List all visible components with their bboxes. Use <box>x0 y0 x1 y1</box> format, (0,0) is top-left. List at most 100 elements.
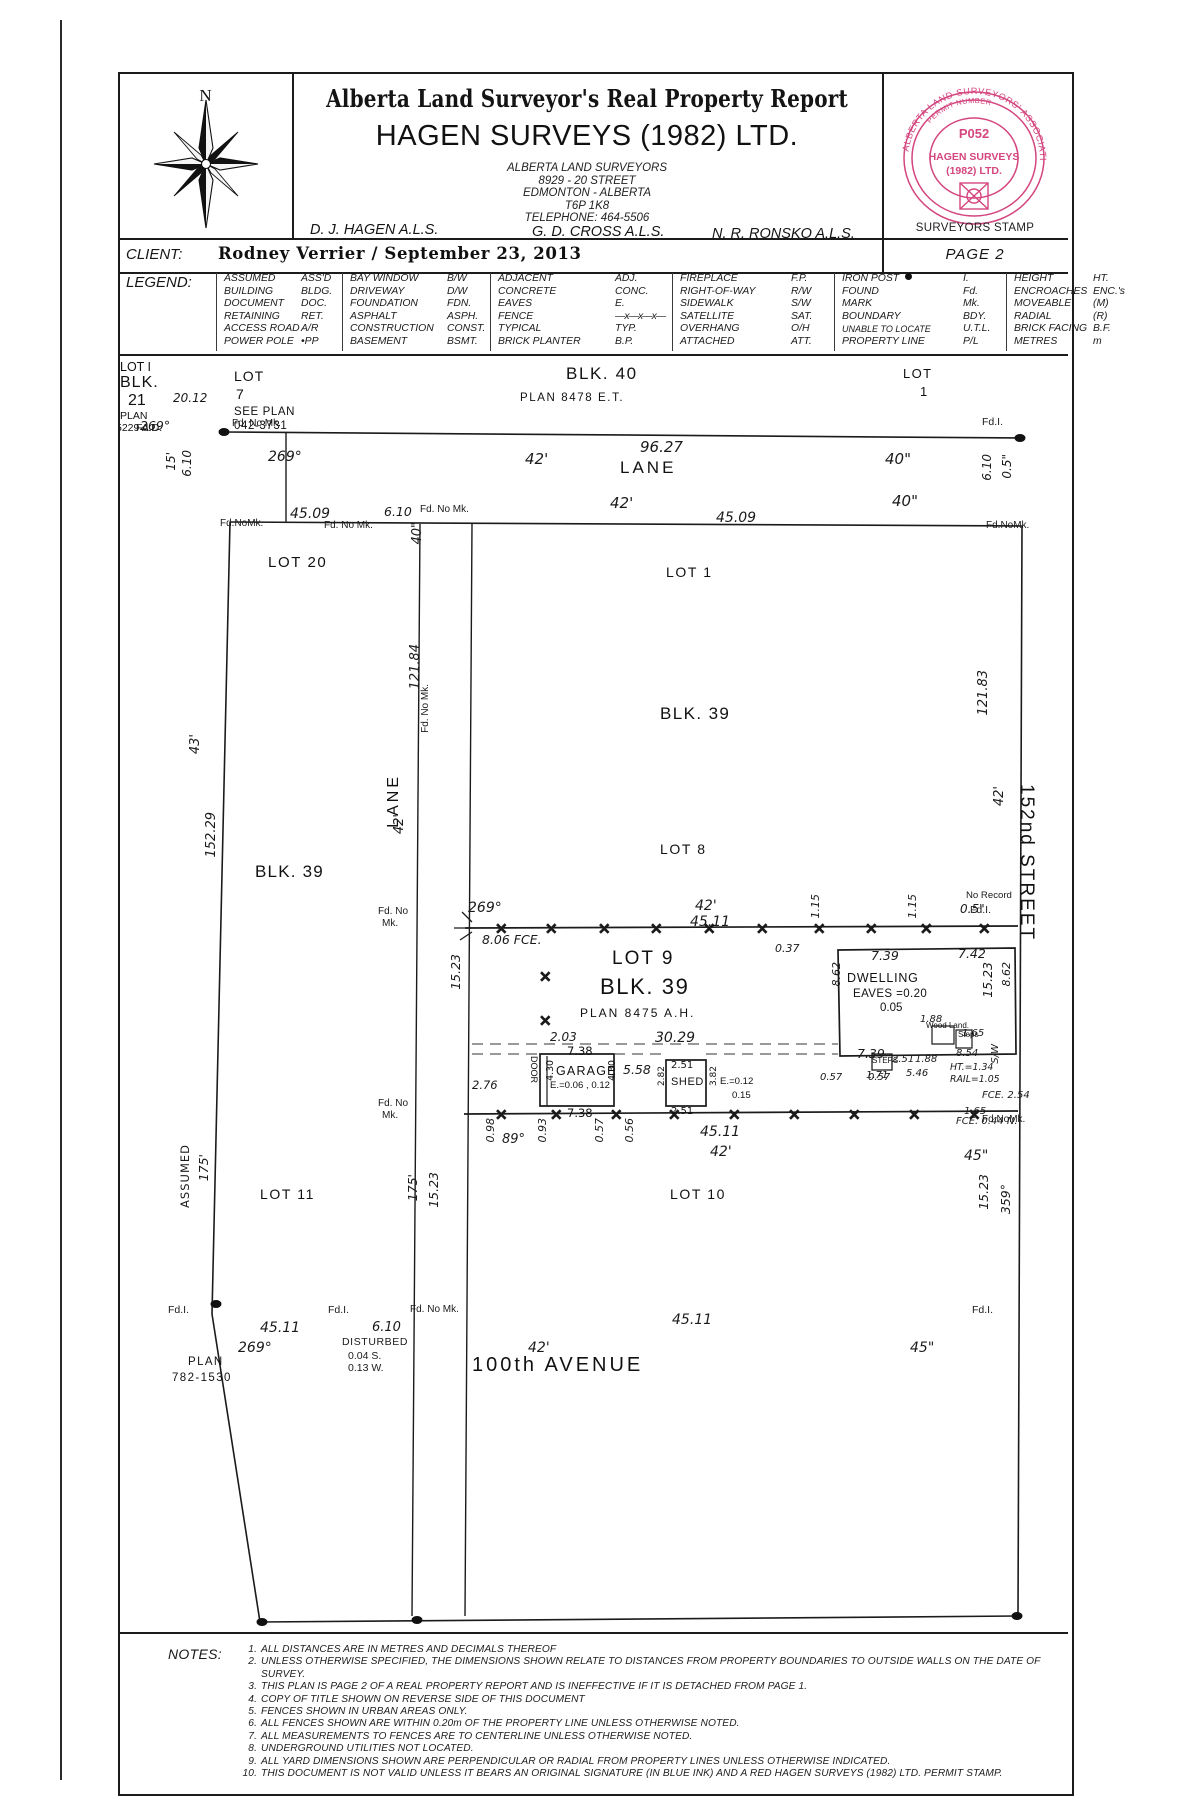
legend-terms-5: IRON POST FOUND MARK BOUNDARY UNABLE TO … <box>842 273 931 349</box>
dim-6-10-right: 6.10 <box>980 454 994 481</box>
dim-121-84: 121.84 <box>408 644 423 690</box>
svg-text:✕: ✕ <box>610 1106 623 1124</box>
dim-269-mid: 269° <box>468 900 502 916</box>
note-text: UNDERGROUND UTILITIES NOT LOCATED. <box>261 1743 474 1755</box>
legend-term: BOUNDARY <box>842 310 901 322</box>
note-number: 2. <box>248 1656 257 1668</box>
dim-45-11-mid: 45.11 <box>690 914 731 930</box>
legend-group-3: ADJACENT CONCRETE EAVES FENCE TYPICAL BR… <box>490 273 668 351</box>
legend-term: ATTACHED <box>680 335 735 347</box>
marker-mk-b: Mk. <box>382 1110 399 1121</box>
dim-7-39-top: 7.39 <box>871 948 899 963</box>
disturbed-south-offset: 0.04 S. <box>348 1350 382 1362</box>
dim-45-11-south-left: 45.11 <box>260 1320 301 1336</box>
dim-lane-42: 42' <box>392 814 407 835</box>
svg-text:✕: ✕ <box>788 1106 801 1124</box>
note-text: ALL DISTANCES ARE IN METRES AND DECIMALS… <box>261 1644 557 1655</box>
stamp-caption: SURVEYORS STAMP <box>915 222 1035 234</box>
svg-text:HAGEN SURVEYS: HAGEN SURVEYS <box>929 151 1020 163</box>
legend-abbr: CONST. <box>447 323 486 335</box>
note-item: 8. UNDERGROUND UTILITIES NOT LOCATED. <box>238 1743 1058 1755</box>
legend-term: DRIVEWAY <box>350 285 405 297</box>
marker-fd-no-a: Fd. No <box>378 906 409 917</box>
svg-text:ALBERTA LAND SURVEYORS' ASSOCI: ALBERTA LAND SURVEYORS' ASSOCIATION <box>890 80 1048 161</box>
marker-fd-nomk-top: Fd. No Mk. <box>232 418 281 429</box>
street-153rd-label: 153rd STREET <box>120 684 258 837</box>
note-text: ALL FENCES SHOWN ARE WITHIN 0.20m OF THE… <box>261 1718 740 1730</box>
lot1-label: LOT 1 <box>666 564 713 580</box>
dim-42-north-a: 42' <box>525 450 549 468</box>
dim-40-vert: 40" <box>410 522 425 545</box>
neighbour-lot7-num: 7 <box>236 386 244 402</box>
legend-term: BRICK FACING <box>1014 323 1088 335</box>
dim-0-5-mid: 0.5" <box>960 902 985 916</box>
client-divider <box>882 240 884 272</box>
dim-269-south: 269° <box>238 1340 272 1356</box>
legend-terms-6: HEIGHT ENCROACHES MOVEABLE RADIAL BRICK … <box>1014 273 1087 349</box>
legend-term: MOVEABLE <box>1014 298 1072 310</box>
legend-abbr: B/W <box>447 273 467 284</box>
legend-term: EAVES <box>498 298 533 310</box>
dim-7-39-btm: 7.39 <box>857 1046 885 1061</box>
legend-abbr: E. <box>615 298 625 310</box>
lot1-right-label: LOT <box>903 366 933 381</box>
legend-abbr: R/W <box>791 285 812 297</box>
wood-landing-label: Wood Land. <box>926 1021 969 1030</box>
legend-term: HEIGHT <box>1014 273 1054 284</box>
marker-fd-i-tr: Fd.I. <box>982 416 1004 428</box>
note-item: 9. ALL YARD DIMENSIONS SHOWN ARE PERPEND… <box>238 1756 1058 1768</box>
legend-abbr: SAT. <box>791 310 813 322</box>
dim-sw-label: S/W <box>990 1044 1001 1064</box>
legend-term: ENCROACHES <box>1014 285 1088 297</box>
marker-fd-i-bm: Fd.I. <box>328 1304 350 1316</box>
legend-term: RADIAL <box>1014 310 1052 322</box>
legend-abbrs-6: HT. ENC.'s (M) (R) B.F. m <box>1093 273 1125 349</box>
legend-term: RETAINING <box>224 310 280 322</box>
dim-2-51: 2.51 <box>892 1054 915 1065</box>
legend-abbr: S/W <box>791 298 811 310</box>
address-line-3: EDMONTON - ALBERTA <box>522 187 651 200</box>
legend-abbr: ASPH. <box>447 310 479 322</box>
dim-30-29: 30.29 <box>655 1030 696 1046</box>
report-title: Alberta Land Surveyor's Real Property Re… <box>326 84 848 114</box>
address-line-5: TELEPHONE: 464-5506 <box>524 212 650 225</box>
note-text: UNLESS OTHERWISE SPECIFIED, THE DIMENSIO… <box>261 1656 1041 1680</box>
svg-text:(1982) LTD.: (1982) LTD. <box>946 165 1002 177</box>
dim-15-23-lower-a: 15.23 <box>426 1172 441 1208</box>
legend-abbr: •PP <box>301 335 319 347</box>
plan-svg: ✕ ✕ ✕ ✕ ✕ ✕ ✕ ✕ ✕ ✕ ✕ ✕ ✕ ✕ ✕ ✕ ✕ <box>210 428 1026 1626</box>
legend-term: IRON POST <box>842 273 900 284</box>
legend-term: MARK <box>842 298 873 310</box>
parcel-blk-num: 21 <box>128 392 146 409</box>
note-number: 10. <box>242 1768 257 1780</box>
marker-fd-i-bl: Fd.I. <box>168 1304 190 1316</box>
dim-43-ft: 43' <box>188 734 203 755</box>
dim-42-south: 42' <box>528 1340 550 1356</box>
marker-mk-a: Mk. <box>382 918 399 929</box>
legend-group-5: IRON POST FOUND MARK BOUNDARY UNABLE TO … <box>834 273 1002 351</box>
legend-abbr: (M) <box>1093 298 1109 310</box>
blk40-plan: PLAN 8478 E.T. <box>520 392 625 404</box>
note-item: 3. THIS PLAN IS PAGE 2 OF A REAL PROPERT… <box>238 1681 1058 1693</box>
note-item: 6. ALL FENCES SHOWN ARE WITHIN 0.20m OF … <box>238 1718 1058 1730</box>
note-text: COPY OF TITLE SHOWN ON REVERSE SIDE OF T… <box>261 1693 585 1705</box>
lot20-label: LOT 20 <box>268 554 328 571</box>
dim-5-58: 5.58 <box>623 1062 651 1077</box>
notes-section: NOTES: 1. ALL DISTANCES ARE IN METRES AN… <box>120 1632 1068 1790</box>
dim-15-23-left: 15.23 <box>448 954 463 990</box>
legend-term: FENCE <box>498 310 534 322</box>
dim-0-57-a: 0.57 <box>820 1072 843 1083</box>
dim-152-29: 152.29 <box>204 812 219 858</box>
neighbour-lot7-seeplan: SEE PLAN <box>234 406 296 418</box>
garage-label: GARAGE <box>556 1064 617 1078</box>
dwelling-eaves-value-2: 0.05 <box>880 1002 903 1014</box>
note-number: 9. <box>248 1755 257 1767</box>
legend-abbr: A/R <box>301 323 319 335</box>
legend-term: OVERHANG <box>680 323 740 335</box>
blk39-left-label: BLK. 39 <box>255 862 324 881</box>
neighbour-lot7-planno: 042-3731 <box>234 420 288 432</box>
legend-term: ASSUMED <box>224 273 276 284</box>
garage-eaves-label: E.=0.06 , 0.12 <box>550 1080 611 1091</box>
svg-text:✕: ✕ <box>813 920 826 938</box>
survey-plan-drawing: ✕ ✕ ✕ ✕ ✕ ✕ ✕ ✕ ✕ ✕ ✕ ✕ ✕ ✕ ✕ ✕ ✕ <box>120 354 1068 1634</box>
